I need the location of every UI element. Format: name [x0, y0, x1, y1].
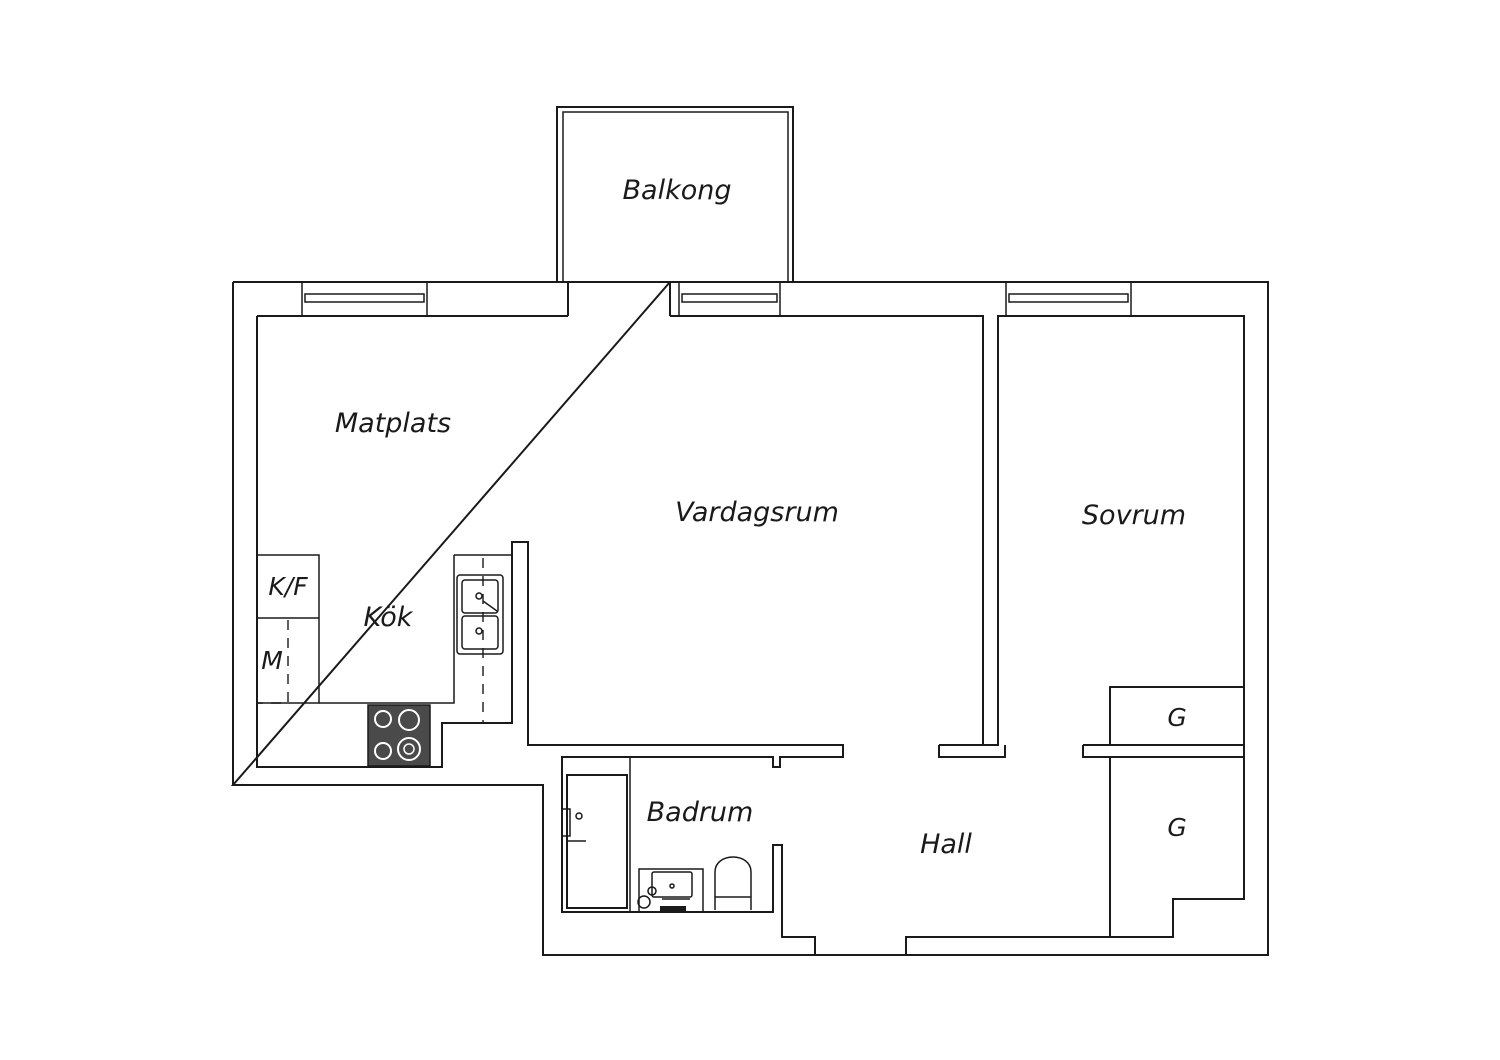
- room-label-g-upper: G: [1167, 703, 1186, 732]
- outer-wall-top-left: [567, 282, 671, 316]
- sink-icon: [456, 574, 504, 655]
- window-right: [1005, 281, 1132, 317]
- room-label-kf: K/F: [268, 572, 308, 601]
- washbasin-icon: [637, 868, 704, 913]
- kitchen-kf-unit: [257, 554, 320, 704]
- kitchen-counter-right: [319, 554, 512, 723]
- toilet-icon: [714, 856, 752, 910]
- room-label-balkong: Balkong: [623, 175, 732, 206]
- window-left: [301, 281, 428, 317]
- shower-icon: [561, 774, 628, 909]
- inner-wall-hall: [905, 315, 1245, 955]
- room-label-sovrum: Sovrum: [1082, 500, 1186, 531]
- stove-icon: [367, 704, 431, 767]
- room-label-g-lower: G: [1167, 813, 1186, 842]
- room-label-matplats: Matplats: [335, 408, 451, 439]
- room-label-m: M: [261, 646, 283, 675]
- window-middle: [678, 281, 781, 317]
- room-label-vardagsrum: Vardagsrum: [675, 497, 839, 528]
- room-label-badrum: Badrum: [647, 797, 754, 828]
- room-label-kok: Kök: [364, 602, 414, 633]
- room-label-hall: Hall: [920, 829, 972, 860]
